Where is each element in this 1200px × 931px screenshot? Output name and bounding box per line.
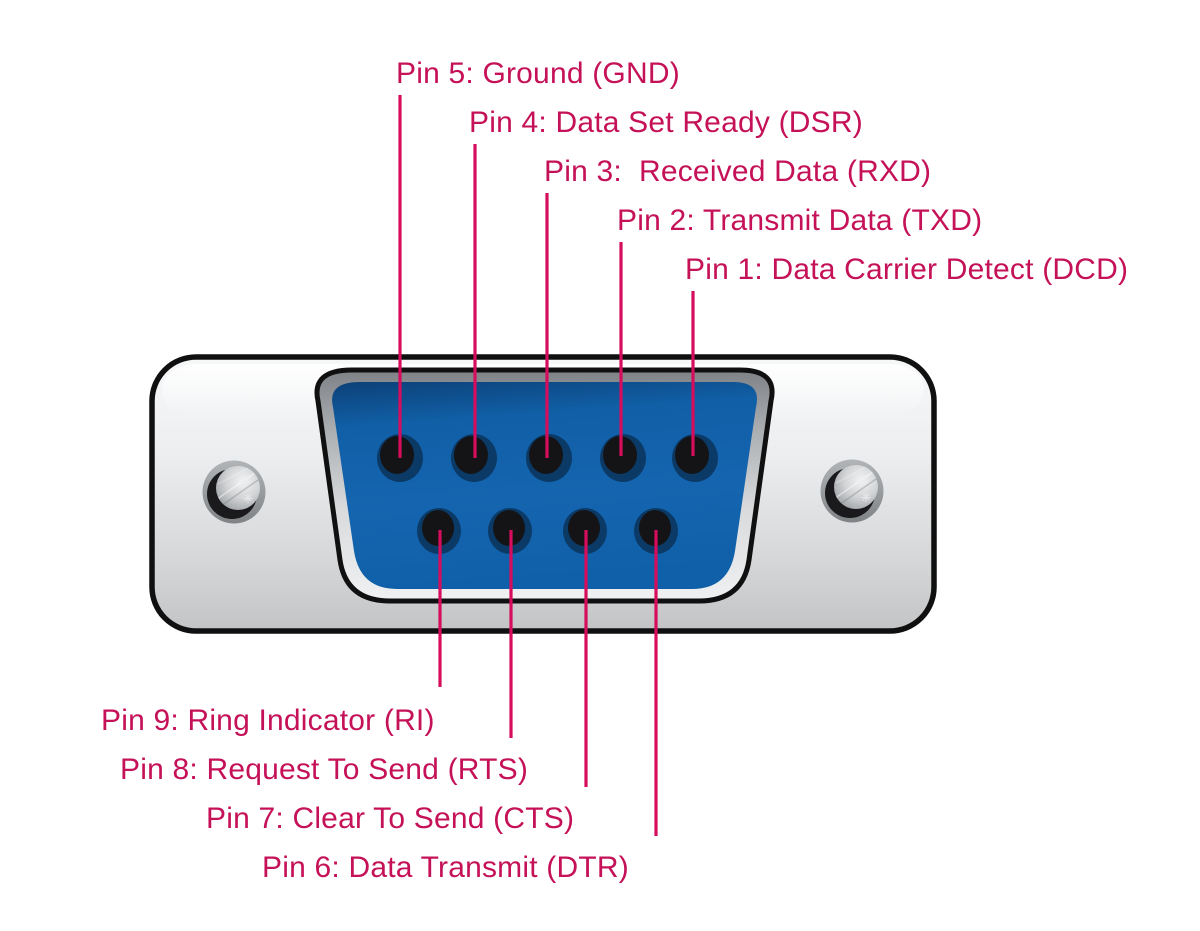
pin-holes-bottom-row xyxy=(417,508,678,554)
screw-right xyxy=(820,459,884,523)
pin-1-label: Pin 1: Data Carrier Detect (DCD) xyxy=(685,253,1129,286)
pin-7-label: Pin 7: Clear To Send (CTS) xyxy=(206,802,575,835)
leader-lines-bottom xyxy=(438,530,658,836)
screw-left xyxy=(202,460,266,524)
pin-hole-2 xyxy=(600,434,646,482)
pin-hole-1 xyxy=(672,434,718,482)
pin-4-label: Pin 4: Data Set Ready (DSR) xyxy=(469,106,863,139)
pin-3-label: Pin 3: Received Data (RXD) xyxy=(544,155,932,188)
pin-8-label: Pin 8: Request To Send (RTS) xyxy=(120,753,529,786)
leader-lines-top xyxy=(398,95,695,458)
pin-5-label: Pin 5: Ground (GND) xyxy=(396,57,680,90)
pin-9-label: Pin 9: Ring Indicator (RI) xyxy=(101,704,435,737)
pin-2-label: Pin 2: Transmit Data (TXD) xyxy=(617,204,983,237)
pin-6-label: Pin 6: Data Transmit (DTR) xyxy=(262,851,629,884)
pin-hole-3 xyxy=(526,434,572,482)
